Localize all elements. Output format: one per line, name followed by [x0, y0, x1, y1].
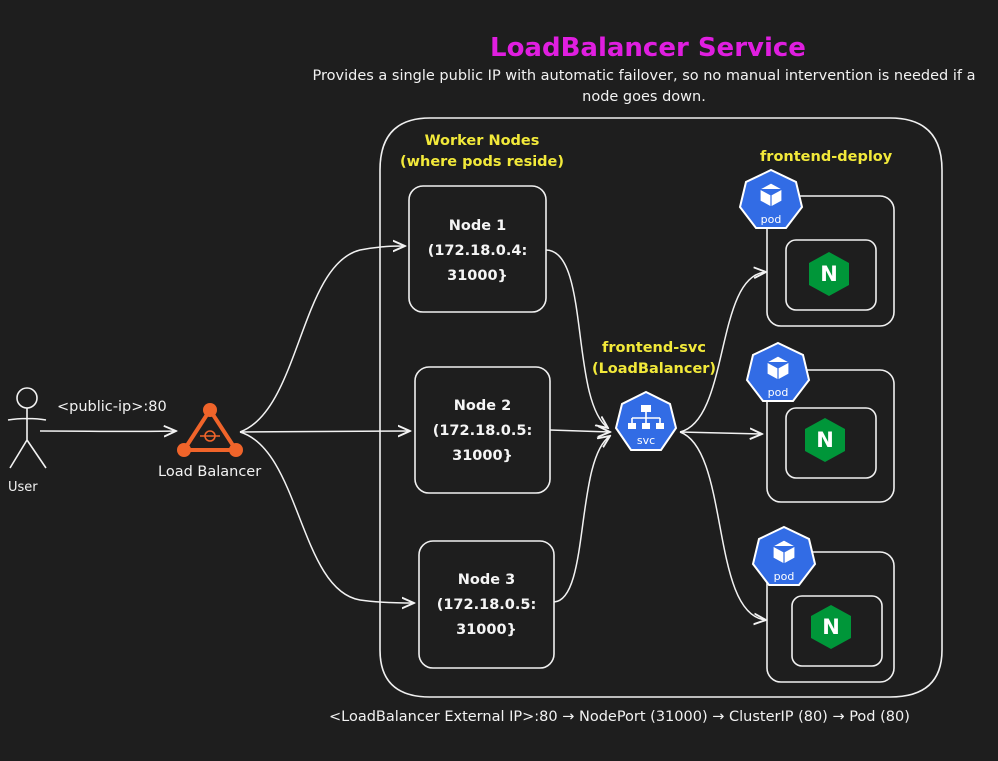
svc-icon-text: svc: [637, 434, 655, 447]
node-3-port: 31000}: [456, 622, 517, 638]
diagram-subtitle: Provides a single public IP with automat…: [312, 68, 976, 105]
service-icon: svc: [614, 390, 678, 451]
node-3-to-svc-arrow: [553, 436, 610, 603]
node-2-label: Node 2 (172.18.0.5: 31000}: [415, 394, 550, 469]
svc-to-pod-3-arrow: [679, 431, 766, 620]
pod-1-icon-text: pod: [761, 213, 782, 226]
pod-3-icon: pod: [751, 525, 817, 586]
container-3-frame: [791, 595, 883, 667]
lb-to-node-3-arrow: [239, 431, 414, 603]
service-type: (LoadBalancer): [591, 361, 717, 377]
public-ip-label: <public-ip>:80: [57, 399, 167, 415]
container-1-frame: [785, 239, 877, 311]
load-balancer-icon: [177, 403, 243, 457]
nginx-letter: N: [822, 615, 840, 639]
nginx-letter: N: [820, 262, 838, 286]
node-3-label: Node 3 (172.18.0.5: 31000}: [419, 568, 554, 643]
node-3-box: [418, 540, 555, 669]
service-label: frontend-svc (LoadBalancer): [586, 338, 722, 380]
diagram-title: LoadBalancer Service: [490, 33, 806, 63]
pod-2-frame: [766, 369, 895, 503]
deployment-label: frontend-deploy: [760, 149, 893, 165]
pod-2-icon: pod: [745, 341, 811, 402]
traffic-flow-label: <LoadBalancer External IP>:80 → NodePort…: [329, 709, 910, 725]
node-1-ip: (172.18.0.4:: [427, 243, 528, 259]
pod-2-icon-text: pod: [768, 386, 789, 399]
nginx-icon: N: [811, 605, 851, 649]
worker-nodes-label: Worker Nodes (where pods reside): [398, 131, 566, 173]
svc-to-pod-1-arrow: [679, 272, 766, 433]
nginx-icon: N: [809, 252, 849, 296]
node-1-box: [408, 185, 547, 313]
cluster-boundary: [379, 117, 943, 698]
worker-nodes-title: Worker Nodes: [424, 133, 540, 149]
svc-to-pod-2-arrow: [679, 432, 762, 434]
node-1-name: Node 1: [448, 218, 507, 234]
nginx-icon: N: [805, 418, 845, 462]
pod-3-icon-text: pod: [774, 570, 795, 583]
node-2-ip: (172.18.0.5:: [432, 423, 533, 439]
node-1-label: Node 1 (172.18.0.4: 31000}: [409, 214, 546, 289]
lb-to-node-1-arrow: [239, 246, 405, 433]
service-name: frontend-svc: [602, 340, 706, 356]
load-balancer-label: Load Balancer: [158, 464, 262, 480]
nginx-letter: N: [816, 428, 834, 452]
node-3-ip: (172.18.0.5:: [436, 597, 537, 613]
lb-to-node-2-arrow: [239, 431, 410, 432]
node-2-to-svc-arrow: [549, 430, 610, 432]
pod-1-frame: [766, 195, 895, 327]
user-icon: [7, 387, 47, 469]
node-2-name: Node 2: [453, 398, 512, 414]
node-2-port: 31000}: [452, 448, 513, 464]
node-1-port: 31000}: [447, 268, 508, 284]
container-2-frame: [785, 407, 877, 479]
node-1-to-svc-arrow: [545, 249, 608, 428]
user-label: User: [8, 480, 38, 495]
node-3-name: Node 3: [457, 572, 516, 588]
pod-1-icon: pod: [738, 168, 804, 229]
worker-nodes-subtitle: (where pods reside): [399, 154, 565, 170]
